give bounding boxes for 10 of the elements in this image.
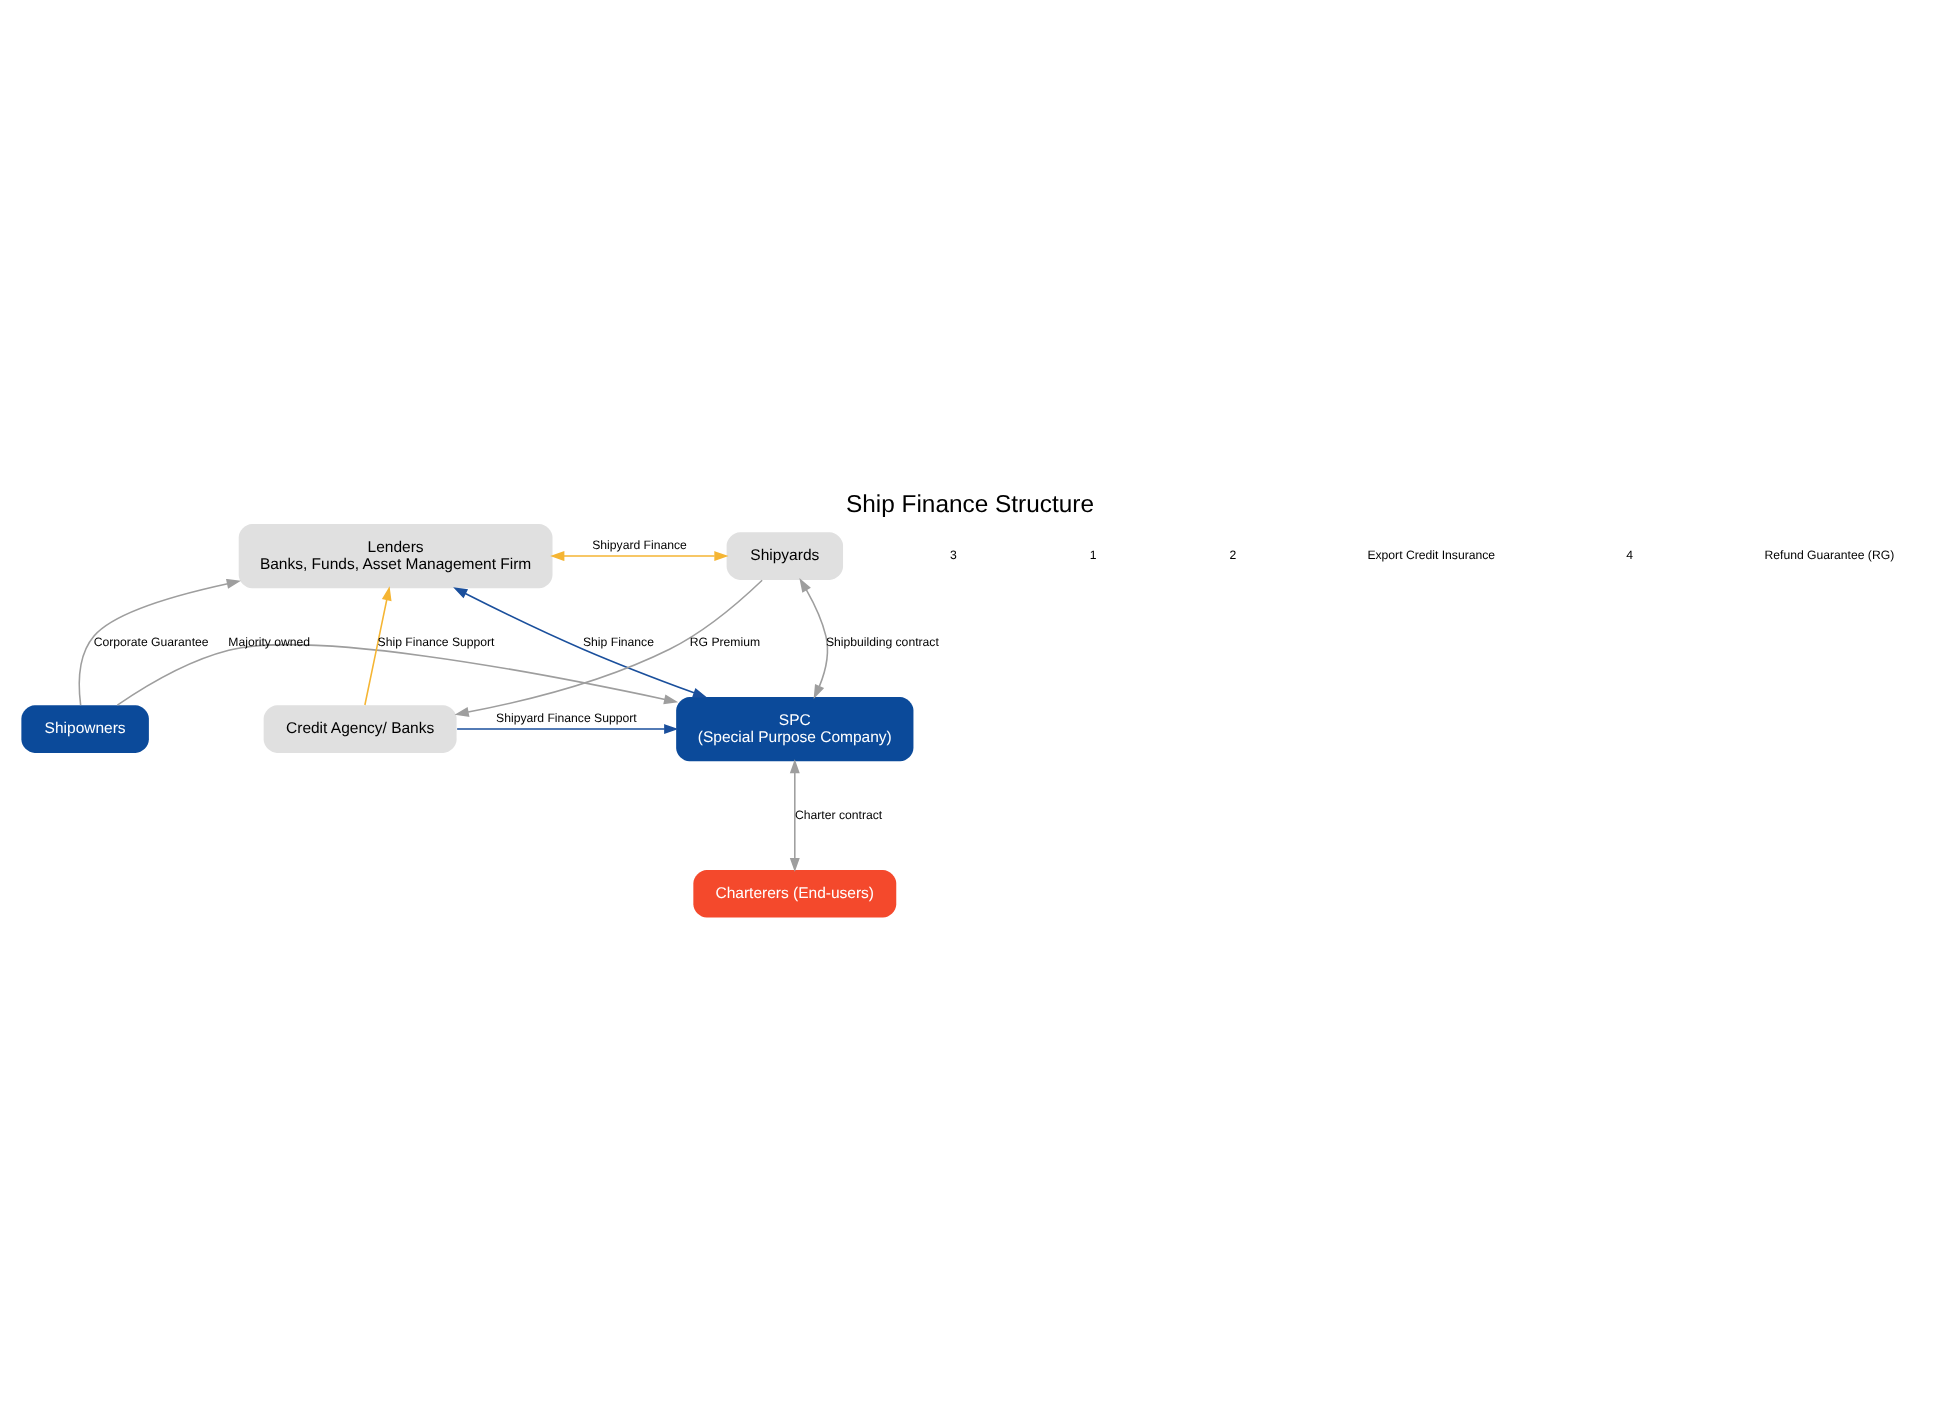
arrow: [799, 578, 829, 699]
diagram-title: Ship Finance Structure: [846, 490, 1094, 519]
arrow: [550, 551, 729, 562]
arrow: [364, 586, 392, 706]
arrow: [78, 578, 241, 706]
arrow: [789, 759, 800, 873]
arrow: [456, 724, 679, 735]
arrow: [453, 587, 708, 698]
arrow: [454, 579, 763, 717]
arrow: [116, 644, 679, 706]
